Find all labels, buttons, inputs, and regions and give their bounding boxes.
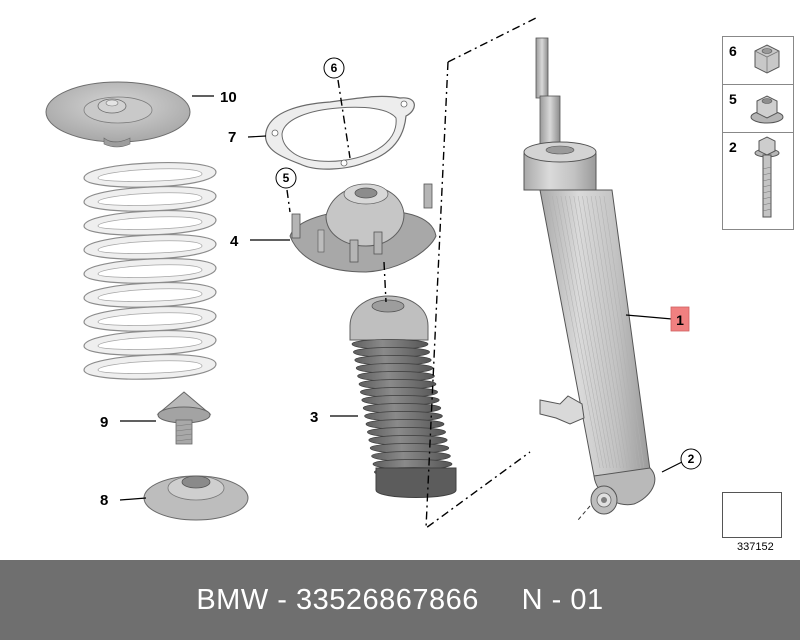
protective-boot [349, 295, 457, 498]
shock-texture-line [590, 195, 635, 469]
mount-gasket [265, 95, 415, 170]
shock-texture-line [599, 195, 641, 469]
callout-6: 6 [323, 57, 345, 79]
legend-item-2: 2 [723, 133, 793, 227]
spring-coil-inner [97, 336, 203, 350]
spring-coil-inner [97, 192, 203, 206]
bump-stop [156, 391, 212, 445]
spring-coil-inner [97, 288, 203, 302]
svg-text:2: 2 [688, 452, 695, 466]
legend-number: 2 [729, 139, 737, 155]
shock-texture-line [564, 195, 614, 469]
spring-seat-lower [143, 475, 249, 521]
callout-3: 3 [310, 409, 318, 426]
shock-absorber [523, 37, 656, 521]
diagram-reference-number: 337152 [737, 541, 774, 553]
callout-5: 5 [275, 167, 297, 189]
spring-coil-inner [97, 264, 203, 278]
callout-4: 4 [230, 233, 239, 250]
spring-coil-inner [97, 168, 203, 182]
callout-2: 2 [680, 448, 702, 470]
flange-nut-icon [750, 95, 784, 124]
shock-texture-line [586, 195, 631, 469]
shock-texture-line [595, 195, 638, 469]
strut-top-mount [289, 183, 437, 273]
spring-coil-inner [97, 360, 203, 374]
spring-seat-upper [45, 81, 191, 148]
hex-bolt-icon [754, 136, 780, 218]
legend-item-5: 5 [723, 85, 793, 133]
legend-number: 5 [729, 91, 737, 107]
leader-lines [119, 95, 683, 501]
shock-texture-line [573, 195, 621, 469]
shock-texture-line [552, 195, 604, 469]
hex-cap-nut-icon [754, 44, 780, 74]
callout-10: 10 [220, 89, 237, 106]
shock-texture-line [577, 195, 624, 469]
footer-part-info: BMW - 33526867866 N - 01 [196, 583, 604, 616]
svg-text:1: 1 [676, 312, 684, 328]
fastener-legend: 6 5 2 [722, 36, 794, 230]
footer-bar: BMW - 33526867866 N - 01 [0, 560, 800, 640]
exploded-parts-diagram: 10 7 4 3 9 8 6 5 2 1 [45, 17, 773, 530]
spring-coil-inner [97, 216, 203, 230]
spring-coil-inner [97, 312, 203, 326]
shock-texture-line [556, 195, 608, 469]
coil-spring [83, 162, 217, 380]
callout-9: 9 [100, 414, 108, 431]
shock-texture-line [582, 195, 628, 469]
svg-text:5: 5 [283, 171, 290, 185]
assembly-guide-lines [286, 17, 537, 530]
spring-coil-inner [97, 240, 203, 254]
callout-7: 7 [228, 129, 236, 146]
shock-texture-line [603, 195, 645, 469]
orientation-reference-box [722, 492, 782, 538]
shock-texture-line [547, 195, 601, 469]
shock-texture-line [560, 195, 611, 469]
legend-item-6: 6 [723, 37, 793, 85]
svg-text:6: 6 [331, 61, 338, 75]
legend-number: 6 [729, 43, 737, 59]
callout-8: 8 [100, 492, 108, 509]
callout-1-highlighted[interactable]: 1 [670, 306, 690, 332]
shock-texture-line [569, 195, 618, 469]
